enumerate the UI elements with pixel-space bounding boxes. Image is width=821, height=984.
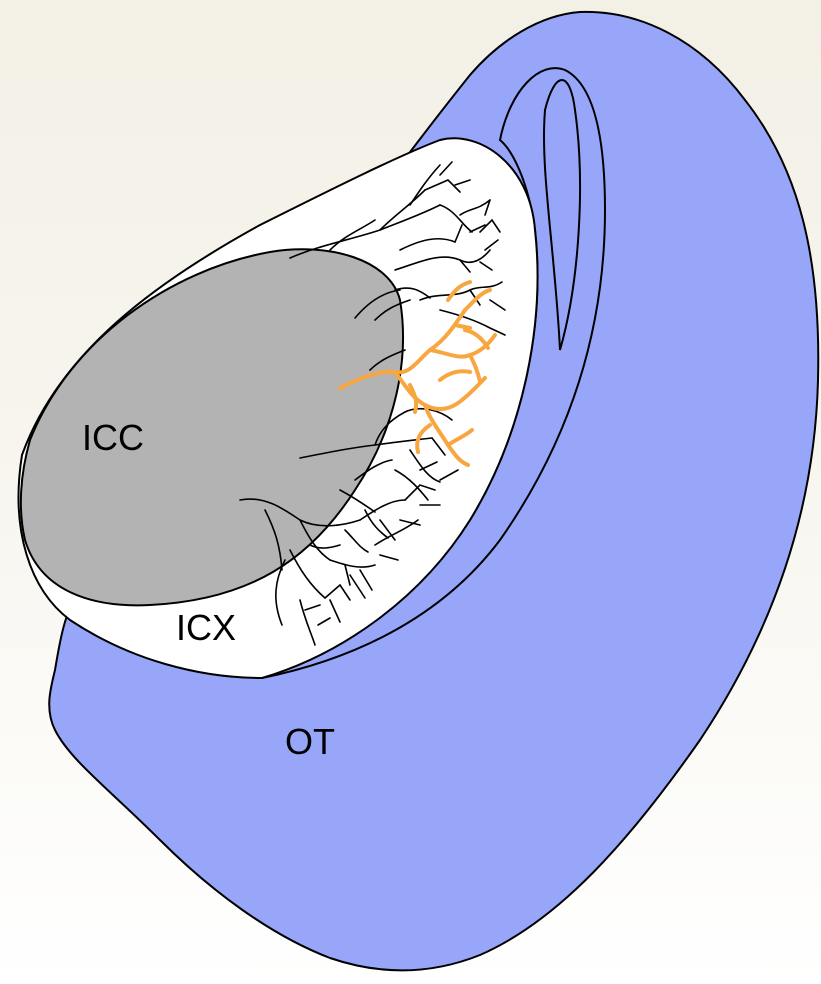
ot-label: OT [285, 721, 335, 762]
icc-label: ICC [82, 417, 144, 458]
icx-label: ICX [176, 607, 236, 648]
